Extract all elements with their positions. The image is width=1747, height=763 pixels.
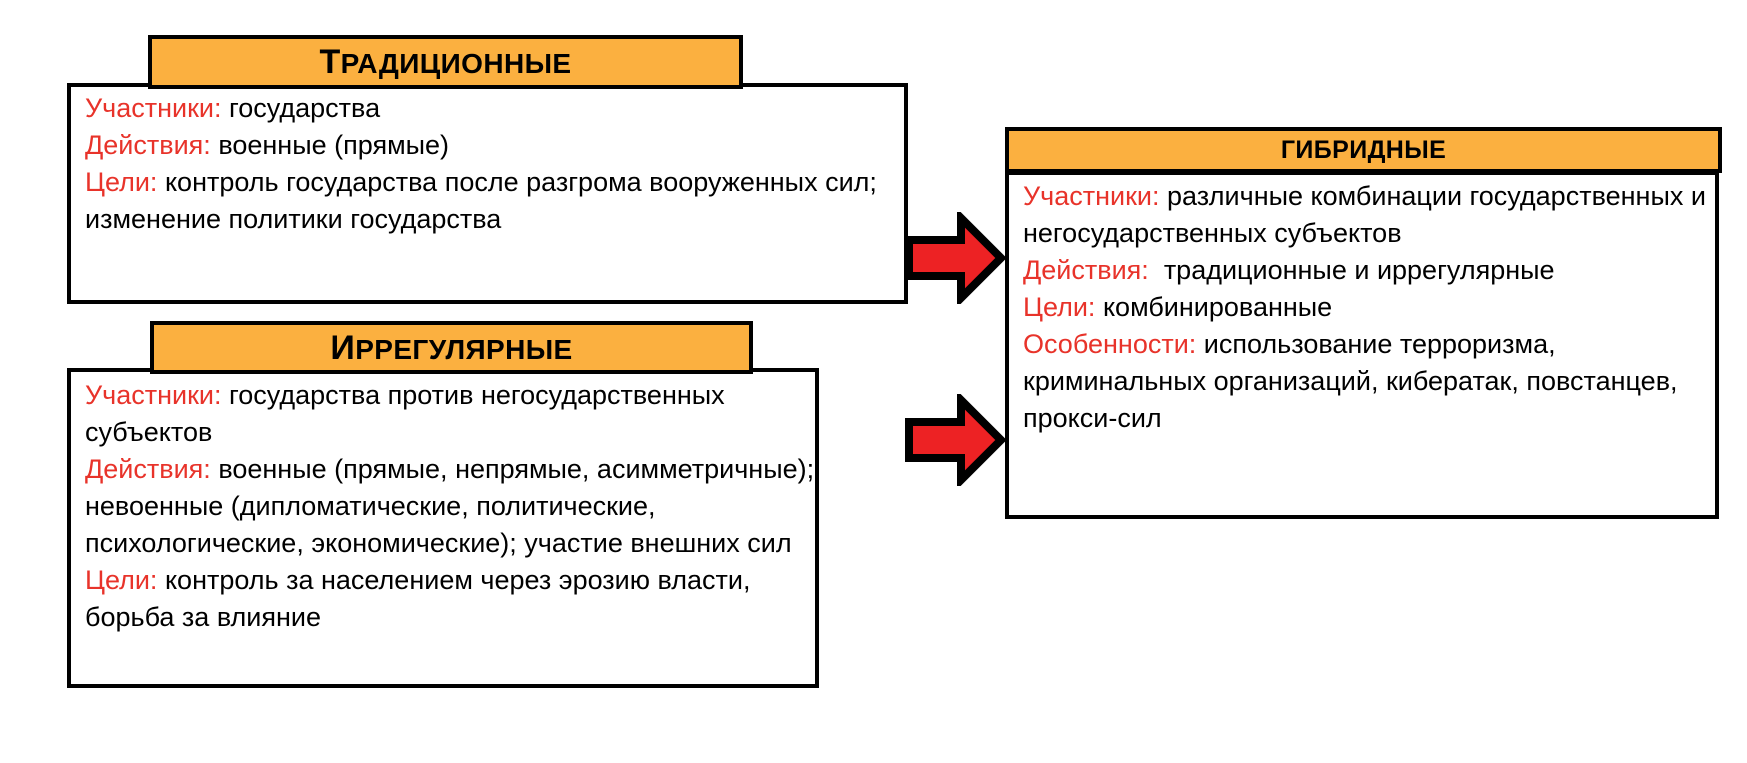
row-value-goals: комбинированные — [1095, 292, 1333, 322]
card-irregular-title-rest: РРЕГУЛЯРНЫЕ — [355, 333, 573, 365]
card-traditional-title-initial: Т — [319, 43, 341, 81]
row-label-actions: Действия: — [85, 454, 211, 484]
row-value-actions: военные (прямые, непрямые, асимметричные… — [85, 454, 822, 558]
row-participants: Участники: различные комбинации государс… — [1023, 178, 1713, 252]
arrow-right-icon — [905, 394, 1007, 486]
row-actions: Действия: военные (прямые, непрямые, аси… — [85, 451, 830, 562]
row-features: Особенности: использование терроризма, к… — [1023, 326, 1713, 437]
row-value-actions: военные (прямые) — [210, 130, 450, 160]
arrow-right-icon — [905, 212, 1007, 304]
row-goals: Цели: контроль за населением через эрози… — [85, 562, 830, 636]
card-hybrid-title: ГИБРИДНЫЕ — [1280, 135, 1447, 164]
row-label-actions: Действия: — [85, 130, 211, 160]
card-hybrid-title-rest: ИБРИДНЫЕ — [1295, 135, 1447, 164]
card-irregular-header: ИРРЕГУЛЯРНЫЕ — [150, 321, 753, 374]
row-goals: Цели: комбинированные — [1023, 289, 1713, 326]
row-goals: Цели: контроль государства после разгром… — [85, 164, 885, 238]
row-participants: Участники: государства — [85, 90, 885, 127]
card-traditional-title-rest: РАДИЦИОННЫЕ — [340, 48, 572, 79]
row-actions: Действия: традиционные и иррегулярные — [1023, 252, 1713, 289]
row-value-participants: государства против негосударственных суб… — [85, 380, 733, 447]
row-value-goals: контроль государства после разгрома воор… — [85, 167, 885, 234]
row-label-participants: Участники: — [85, 380, 222, 410]
card-irregular-text: Участники: государства против негосударс… — [85, 377, 830, 636]
row-label-features: Особенности: — [1023, 329, 1197, 359]
row-value-participants: государства — [221, 93, 381, 123]
row-label-goals: Цели: — [85, 565, 158, 595]
row-label-participants: Участники: — [1023, 181, 1160, 211]
card-traditional-header: ТРАДИЦИОННЫЕ — [148, 35, 743, 89]
card-traditional-title: ТРАДИЦИОННЫЕ — [319, 45, 571, 79]
row-value-goals: контроль за населением через эрозию влас… — [85, 565, 758, 632]
card-irregular-title-initial: И — [330, 328, 356, 367]
row-participants: Участники: государства против негосударс… — [85, 377, 830, 451]
card-irregular-body — [67, 368, 819, 688]
row-label-goals: Цели: — [85, 167, 158, 197]
row-label-actions: Действия: — [1023, 255, 1149, 285]
row-value-actions: традиционные и иррегулярные — [1148, 255, 1555, 285]
row-value-participants: различные комбинации государственных и н… — [1023, 181, 1714, 248]
card-hybrid-text: Участники: различные комбинации государс… — [1023, 178, 1713, 437]
row-actions: Действия: военные (прямые) — [85, 127, 885, 164]
card-hybrid-body — [1005, 171, 1719, 519]
card-hybrid-header: ГИБРИДНЫЕ — [1005, 127, 1722, 173]
card-hybrid-title-initial: Г — [1280, 135, 1296, 164]
row-label-goals: Цели: — [1023, 292, 1096, 322]
row-value-features: использование терроризма, криминальных о… — [1023, 329, 1686, 433]
card-irregular-title: ИРРЕГУЛЯРНЫЕ — [330, 331, 572, 365]
row-label-participants: Участники: — [85, 93, 222, 123]
